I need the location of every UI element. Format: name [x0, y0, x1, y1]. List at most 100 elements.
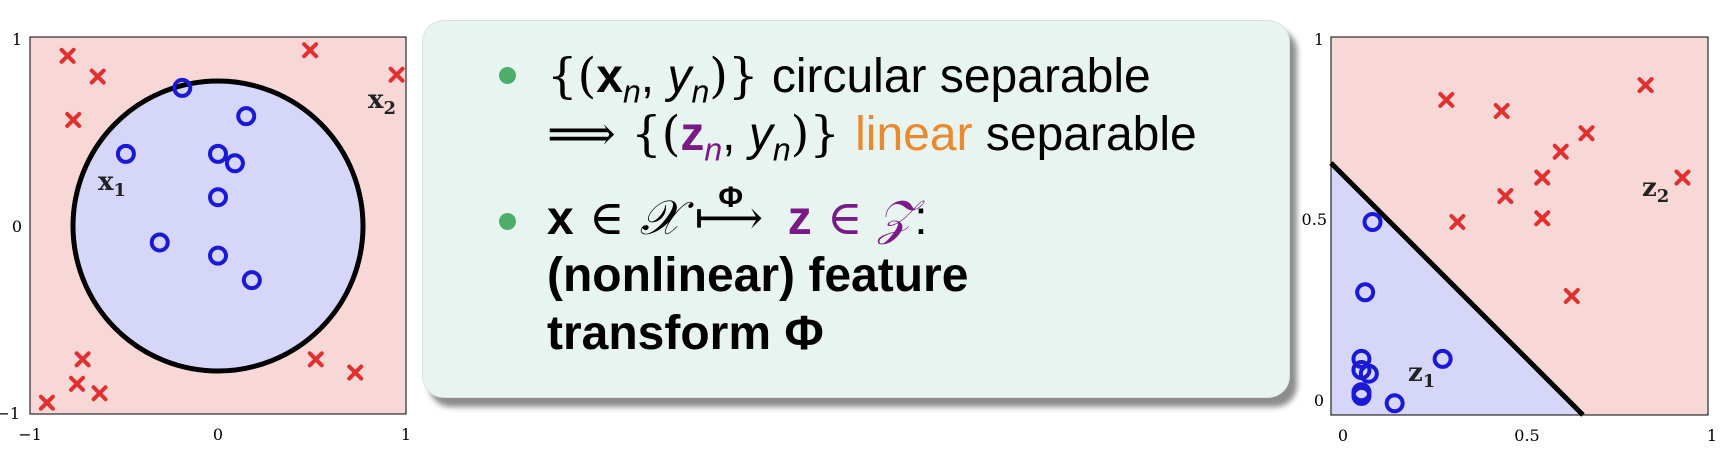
plot-frame	[29, 36, 407, 415]
label-z1: z1	[1408, 358, 1435, 392]
y-tick-label: 1	[1314, 30, 1324, 49]
y-tick-label: 0	[12, 217, 22, 236]
comma: ,	[640, 50, 668, 103]
negative-point-marker	[69, 375, 85, 392]
negative-point-marker	[59, 47, 76, 64]
bullet-2-line-2: (nonlinear) feature	[547, 249, 969, 302]
negative-point-marker	[347, 364, 364, 381]
y-tick-label: −1	[0, 404, 20, 423]
x-tick-label: −1	[18, 425, 42, 444]
linear-word: linear	[855, 108, 973, 161]
negative-point-marker	[1552, 143, 1569, 160]
subscript-n: n	[772, 131, 791, 168]
feature-space-symbol: 𝒵	[877, 190, 915, 246]
negative-point-marker	[1449, 214, 1466, 230]
bullet-dot	[499, 213, 516, 230]
positive-point-marker	[1432, 348, 1453, 369]
x-tick-label: 0.5	[1514, 426, 1539, 445]
bullet-1-line-1: {(xn, yn)} circular separable	[547, 47, 1151, 121]
subscript-n: n	[704, 131, 723, 168]
y-tick-label: 0.5	[1302, 210, 1327, 229]
brace-close: )}	[709, 48, 759, 104]
brace-close: )}	[790, 106, 856, 162]
negative-point-marker	[65, 111, 82, 128]
y-label: y	[748, 108, 773, 161]
separable-text: separable	[972, 108, 1197, 161]
left-x-axis: −1 0 1	[18, 425, 411, 444]
positive-point-marker	[1358, 363, 1379, 384]
negative-point-marker	[1534, 169, 1551, 186]
bullet-dot	[499, 67, 516, 84]
negative-point-marker	[91, 385, 108, 402]
positive-point-marker	[208, 245, 228, 266]
negative-point-marker	[1563, 288, 1580, 304]
x-tick-label: 0	[213, 425, 223, 444]
positive-point-marker	[208, 143, 228, 164]
bullet-2-line-3: transform Φ	[547, 307, 824, 360]
negative-point-marker	[1674, 169, 1691, 186]
circular-separable-text: circular separable	[758, 50, 1151, 103]
negative-point-marker	[307, 351, 324, 368]
negative-point-marker	[1497, 188, 1514, 205]
subscript-n: n	[691, 73, 710, 110]
implies-symbol: ⟹	[547, 106, 632, 162]
maps-to-symbol: ⟼	[694, 190, 764, 247]
label-z2: z2	[1642, 173, 1669, 207]
linear-separable-plot: 0 0.5 1 0 0.5 1 z1 z2	[1302, 30, 1718, 445]
y-label: y	[667, 50, 692, 103]
positive-point-marker	[241, 270, 262, 291]
comma: ,	[722, 108, 749, 161]
brace-open: {(	[547, 48, 597, 104]
positive-point-marker	[1384, 393, 1405, 414]
phi-symbol: Φ	[718, 181, 743, 215]
x-tick-label: 1	[1707, 426, 1717, 445]
negative-point-marker	[1534, 210, 1551, 227]
input-space-symbol: 𝒳	[639, 190, 682, 246]
element-of-symbol: ∈	[811, 190, 878, 246]
negative-point-marker	[1438, 91, 1455, 108]
bullet-2-line-1: x ∈ 𝒳 Φ⟼ z ∈ 𝒵:	[547, 181, 928, 248]
x-vector: x	[547, 192, 574, 245]
maps-to-arrow: Φ⟼	[694, 181, 774, 246]
positive-point-marker	[236, 106, 257, 127]
negative-point-marker	[89, 68, 106, 85]
positive-point-marker	[172, 77, 193, 98]
positive-point-marker	[115, 143, 136, 164]
z-vector: z	[680, 108, 705, 161]
label-x2: x2	[368, 85, 396, 119]
linear-boundary	[1329, 161, 1585, 417]
plot-frame	[1330, 36, 1709, 416]
positive-point-marker	[1351, 385, 1372, 406]
z-vector: z	[787, 192, 812, 245]
x-tick-label: 1	[401, 425, 411, 444]
y-tick-label: 1	[12, 30, 22, 49]
negative-point-marker	[1493, 103, 1510, 119]
left-y-axis: −1 0 1	[0, 30, 22, 423]
negative-point-marker	[388, 66, 405, 83]
negative-point-marker	[1637, 77, 1654, 94]
label-x1: x1	[98, 167, 126, 201]
explanation-box: {(xn, yn)} circular separable ⟹ {(zn, yn…	[422, 20, 1290, 398]
negative-point-marker	[38, 394, 55, 411]
positive-point-marker	[224, 153, 245, 174]
x-vector: x	[596, 50, 623, 103]
brace-open: {(	[631, 106, 681, 162]
right-x-axis: 0 0.5 1	[1338, 426, 1717, 445]
positive-point-marker	[208, 187, 228, 208]
colon: :	[914, 192, 928, 245]
negative-point-marker	[74, 351, 91, 368]
positive-point-marker	[1355, 282, 1376, 303]
negative-point-marker	[1578, 125, 1595, 142]
positive-point-marker	[1362, 212, 1383, 232]
positive-point-marker	[1351, 348, 1372, 369]
element-of-symbol: ∈	[573, 190, 640, 246]
subscript-n: n	[622, 73, 641, 110]
positive-point-marker	[149, 232, 170, 253]
y-tick-label: 0	[1314, 391, 1324, 410]
negative-point-marker	[302, 42, 319, 59]
bullet-1-line-2: ⟹ {(zn, yn)} linear separable	[547, 105, 1197, 179]
right-y-axis: 0 0.5 1	[1302, 30, 1327, 410]
circular-separable-plot: −1 0 1 −1 0 1 x1 x2	[0, 30, 411, 444]
circular-boundary	[70, 78, 366, 374]
x-tick-label: 0	[1338, 426, 1348, 445]
